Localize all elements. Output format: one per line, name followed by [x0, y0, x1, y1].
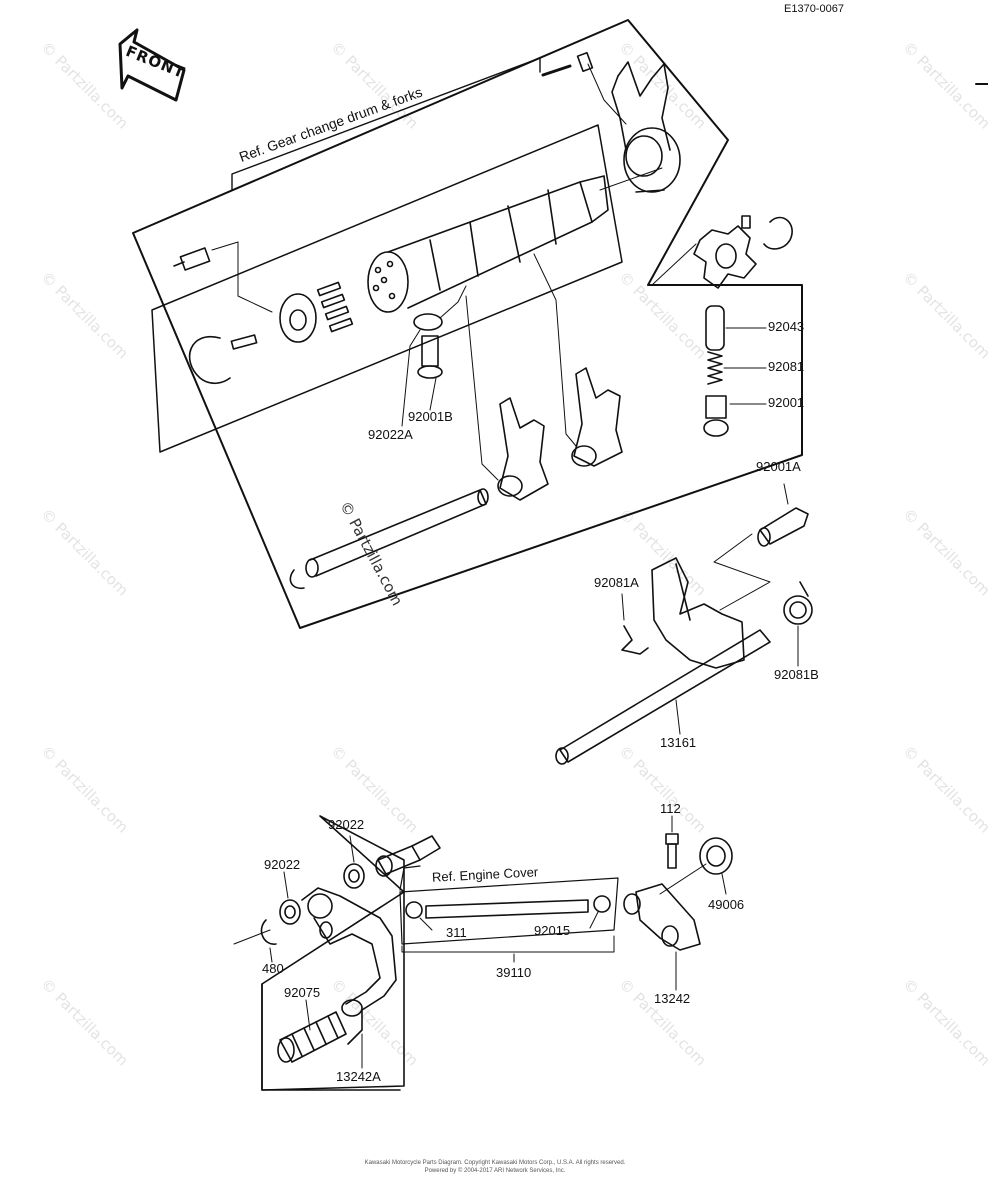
guide-line [233, 929, 271, 945]
pin-part [576, 51, 594, 73]
leader-line [401, 329, 421, 427]
plug-92001 [703, 395, 729, 437]
leader-line [419, 917, 433, 931]
shift-lever-13242 [623, 883, 701, 951]
bolt-92001A [757, 507, 809, 547]
shift-pedal [301, 887, 397, 1045]
callout-92022A: 92022A [368, 427, 413, 442]
group-outline [132, 19, 803, 629]
diagram-id: E1370-0067 [784, 3, 844, 15]
leader-line [429, 377, 437, 411]
engine-cover-ref-bracket [399, 865, 421, 891]
oil-seal-49006 [699, 837, 733, 875]
spring-92081B [783, 581, 813, 625]
leader-line [305, 999, 311, 1031]
copyright-line-2: Powered by © 2004-2017 ARI Network Servi… [424, 1168, 566, 1174]
leader-line [349, 835, 355, 863]
pin-part [741, 215, 751, 229]
washer-92022-left [279, 899, 301, 925]
leader-line [675, 699, 681, 735]
callout-13242A: 13242A [336, 1069, 381, 1084]
callout-112: 112 [660, 801, 681, 816]
leader-line [783, 483, 789, 505]
lower-group-outline [261, 983, 401, 1091]
callout-92043: 92043 [768, 319, 805, 334]
callout-311: 311 [446, 925, 467, 940]
circlip [289, 569, 305, 590]
bolt-92001B [417, 335, 443, 379]
callout-92081: 92081 [768, 359, 805, 374]
callout-49006: 49006 [708, 897, 745, 912]
spring-92081A [621, 625, 649, 655]
gear-change-drum [367, 175, 609, 313]
copyright-line-1: Kawasaki Motorcycle Parts Diagram. Copyr… [364, 1160, 626, 1166]
washer-92022A [413, 313, 443, 331]
shift-fork-left [497, 397, 549, 501]
leader-line [721, 873, 727, 895]
drum-plate [279, 293, 317, 343]
arrow-icon [541, 64, 572, 77]
callout-13161: 13161 [660, 735, 697, 750]
callout-92075: 92075 [284, 985, 321, 1000]
callout-92081B: 92081B [774, 667, 819, 682]
callout-92022-left: 92022 [264, 857, 301, 872]
shift-drum-cam [693, 225, 757, 289]
shift-fork-top [611, 61, 681, 193]
guide-line [439, 285, 467, 319]
circlip [763, 216, 793, 250]
callout-480: 480 [262, 961, 284, 976]
leader-line [621, 593, 625, 621]
guide-line [651, 243, 697, 286]
guide-line [211, 241, 273, 313]
callout-13242: 13242 [654, 991, 691, 1006]
guide-line [659, 863, 707, 895]
detent-pin-92043 [705, 305, 725, 351]
guide-line [533, 253, 577, 447]
neutral-switch [173, 247, 211, 271]
tie-rod-39110 [399, 877, 619, 945]
guide-line [465, 295, 499, 481]
pivot-bolt [375, 835, 441, 877]
bolt-112 [665, 833, 679, 869]
circlip [188, 335, 231, 385]
leader-line [283, 871, 289, 899]
subgroup-outline [151, 124, 623, 453]
guide-line [713, 533, 771, 611]
circlip-480 [260, 919, 277, 945]
fork-shaft [305, 488, 489, 578]
pedal-peg [341, 999, 363, 1017]
guide-line [599, 167, 663, 191]
callout-92001B: 92001B [408, 409, 453, 424]
spring-92081 [707, 351, 723, 385]
guide-line [587, 63, 627, 125]
leader-line [269, 947, 273, 963]
callout-92081A: 92081A [594, 575, 639, 590]
screw [230, 334, 258, 350]
callout-92015: 92015 [534, 923, 571, 938]
drum-pins [316, 281, 354, 333]
callout-92001: 92001 [768, 395, 805, 410]
pedal-rubber-92075 [277, 1011, 347, 1063]
washer-92022-top [343, 863, 365, 889]
front-arrow-icon [118, 28, 186, 102]
shift-fork-right [571, 367, 623, 467]
shift-shaft-13161 [555, 557, 771, 765]
ref-bracket [231, 57, 541, 191]
leader-line [401, 935, 615, 953]
callout-92022-top: 92022 [328, 817, 365, 832]
leader-line [589, 911, 599, 929]
callout-39110: 39110 [496, 965, 532, 980]
callout-92001A: 92001A [756, 459, 801, 474]
